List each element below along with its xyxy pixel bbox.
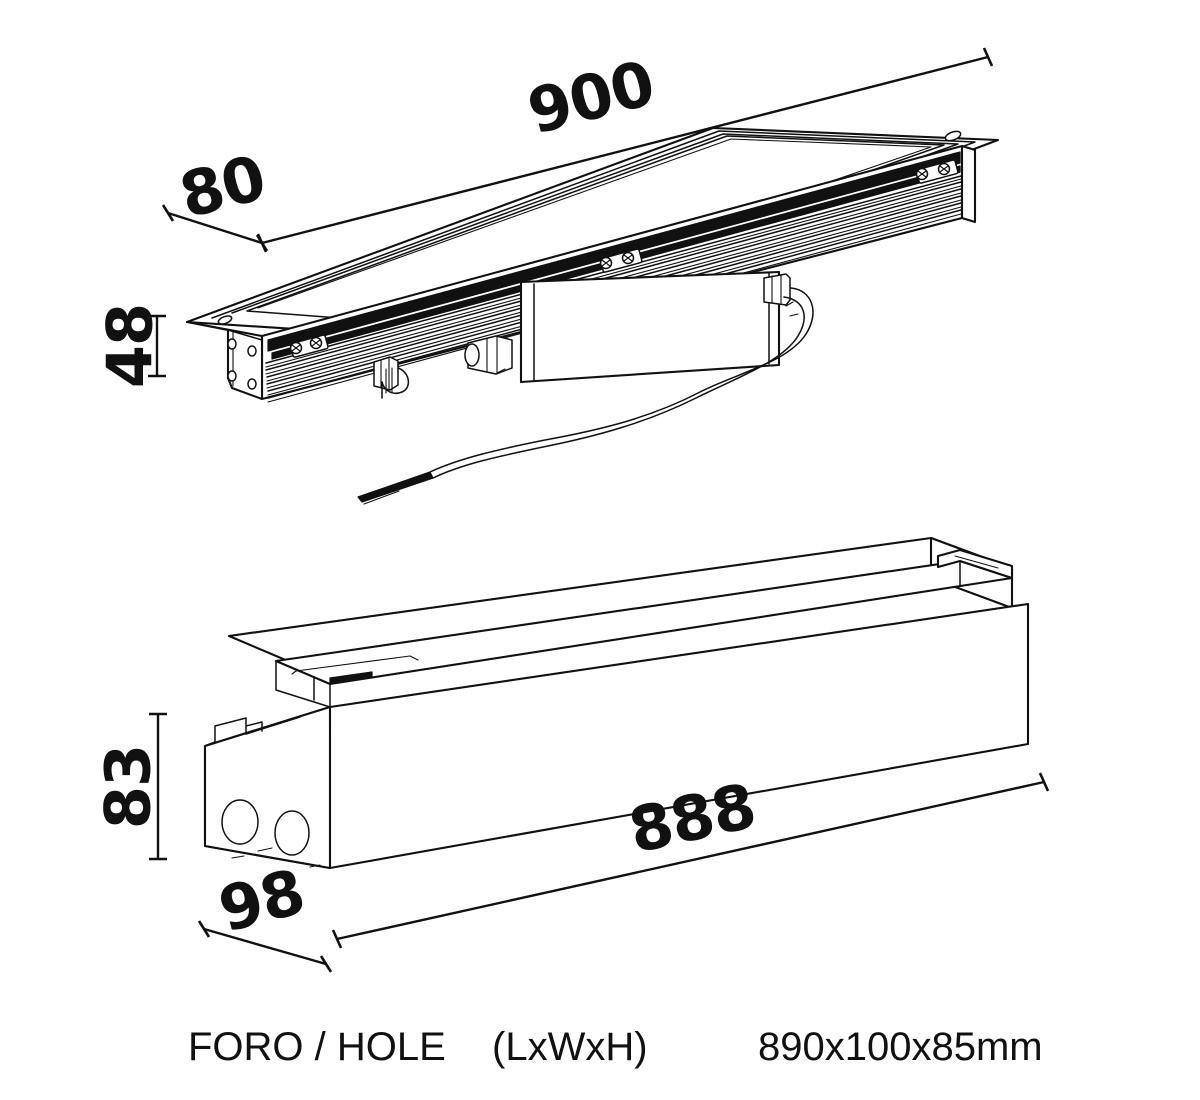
mounting-clamp-fittings bbox=[289, 159, 959, 358]
flange-trim-plate bbox=[185, 126, 1000, 342]
dimension-98: 98 bbox=[197, 855, 333, 973]
dimension-83-label: 83 bbox=[92, 745, 165, 829]
dimension-48-label: 48 bbox=[94, 304, 167, 388]
dimension-83: 83 bbox=[92, 712, 167, 861]
housing-main-body bbox=[203, 602, 1030, 870]
left-end-cap bbox=[185, 320, 264, 401]
dimension-98-label: 98 bbox=[211, 855, 311, 947]
hole-label: FORO / HOLE bbox=[188, 1025, 446, 1069]
hole-size-value: 890x100x85mm bbox=[758, 1025, 1043, 1069]
housing-right-end-notch bbox=[936, 548, 1014, 580]
power-cable bbox=[357, 287, 814, 505]
recessed-housing-view: 888 98 83 bbox=[92, 536, 1050, 973]
dimension-80-label: 80 bbox=[172, 141, 272, 233]
hole-caption-row: FORO / HOLE (LxWxH) 890x100x85mm bbox=[188, 1025, 1043, 1069]
dimension-48: 48 bbox=[94, 304, 167, 388]
dimension-900-label: 900 bbox=[520, 46, 661, 148]
driver-junction-box bbox=[519, 270, 781, 384]
luminaire-assembly-view: 900 80 48 bbox=[94, 46, 1000, 505]
dimension-80: 80 bbox=[161, 141, 272, 252]
cable-gland-center bbox=[464, 335, 513, 375]
hole-axes-label: (LxWxH) bbox=[492, 1025, 648, 1069]
cable-gland-right bbox=[763, 273, 791, 306]
